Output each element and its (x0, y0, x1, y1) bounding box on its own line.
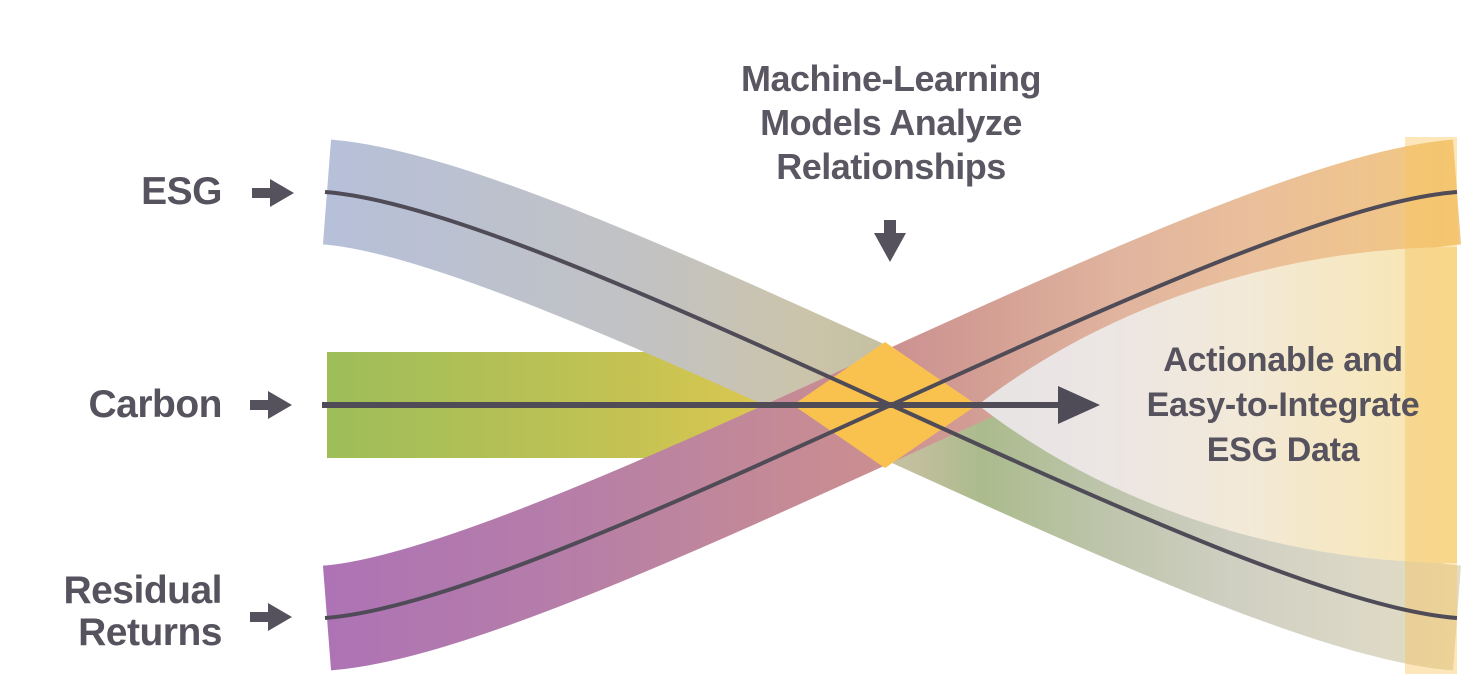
input-label-residual-returns: Residual Returns (40, 570, 222, 654)
output-label-line-1: Actionable and (1163, 341, 1403, 379)
residual-returns-arrow-icon (250, 603, 292, 631)
esg-arrow-icon (252, 179, 294, 207)
input-label-residual-line-1: Residual (63, 569, 222, 612)
process-label: Machine-Learning Models Analyze Relation… (651, 57, 1131, 189)
center-flow-arrowhead-icon (1058, 386, 1100, 424)
process-down-arrow-icon (874, 220, 906, 262)
input-label-carbon: Carbon (40, 383, 223, 426)
process-label-line-1: Machine-Learning (740, 58, 1042, 99)
input-label-carbon-line: Carbon (88, 383, 223, 426)
input-label-esg: ESG (40, 171, 222, 213)
output-label: Actionable and Easy-to-Integrate ESG Dat… (1048, 338, 1467, 473)
output-glow (978, 247, 1457, 563)
output-label-line-3: ESG Data (1206, 431, 1360, 469)
carbon-arrow-icon (250, 391, 292, 419)
input-label-residual-line-2: Returns (78, 611, 222, 654)
center-flow-arrow (322, 386, 1100, 424)
input-label-esg-line: ESG (141, 170, 222, 213)
output-label-line-2: Easy-to-Integrate (1146, 386, 1420, 424)
output-band (1405, 137, 1457, 674)
process-label-line-3: Relationships (776, 146, 1006, 187)
process-label-line-2: Models Analyze (760, 102, 1022, 143)
